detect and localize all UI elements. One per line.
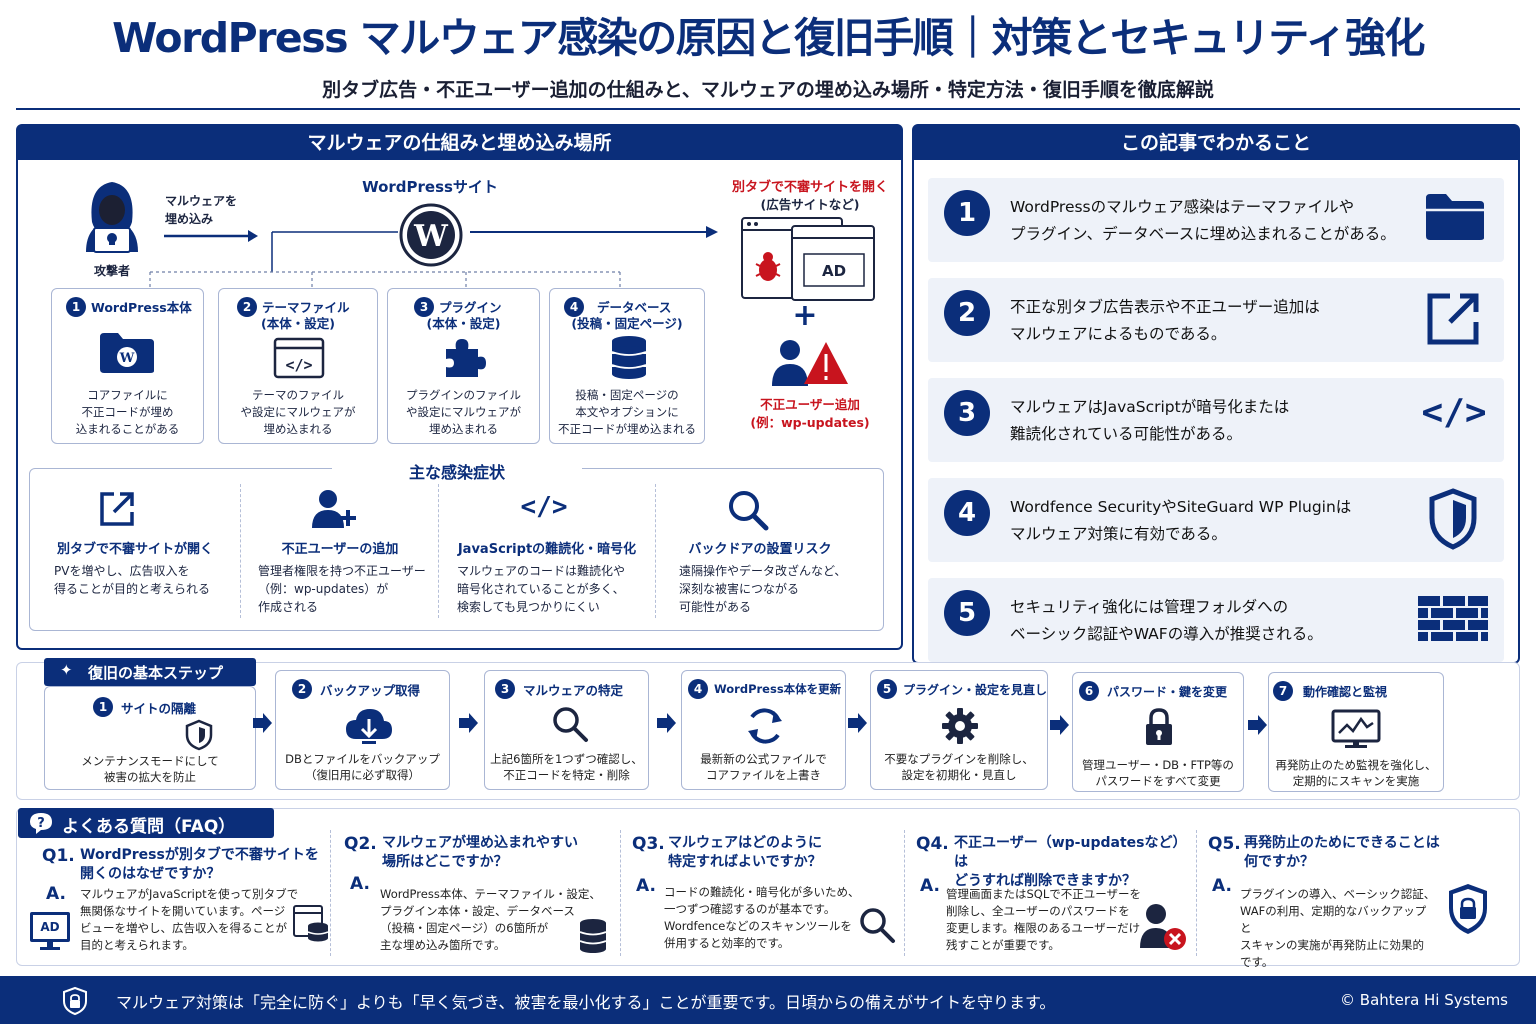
- database-icon: [611, 336, 647, 379]
- symptoms-heading: 主な感染症状: [332, 459, 582, 483]
- fake-user-label: 不正ユーザー追加 (例：wp-updates): [750, 397, 870, 430]
- step-arrow-icon: [848, 713, 867, 733]
- recovery-step-7: 7 動作確認と監視 再発防止のため監視を強化し、 定期的にスキャンを実施: [1268, 672, 1444, 792]
- mechanism-heading: マルウェアの仕組みと埋め込み場所: [18, 126, 901, 160]
- step-arrow-icon: [253, 713, 272, 733]
- attacker-icon: [86, 182, 138, 253]
- attacker-label: 攻撃者: [93, 264, 130, 278]
- faq-ad-label: AD: [40, 920, 60, 934]
- code-icon: </>: [520, 492, 568, 522]
- search-icon: [553, 707, 588, 742]
- learn-item-4: 4 Wordfence SecurityやSiteGuard WP Plugin…: [928, 478, 1504, 562]
- shield-icon: [185, 719, 213, 751]
- search-icon: [729, 491, 769, 531]
- learn-item-3: 3 マルウェアはJavaScriptが暗号化または 難読化されている可能性がある…: [928, 378, 1504, 462]
- search-icon: [860, 908, 895, 943]
- svg-text:?: ?: [37, 816, 45, 831]
- cloud-download-icon: [346, 709, 392, 744]
- sparkle-icon: ✦: [60, 661, 73, 679]
- step-arrow-icon: [459, 713, 478, 733]
- page-title: WordPress マルウェア感染の原因と復旧手順｜対策とセキュリティ強化: [112, 14, 1425, 62]
- learn-item-5: 5 セキュリティ強化には管理フォルダへの ベーシック認証やWAFの導入が推奨され…: [928, 578, 1504, 662]
- location-core: 1 WordPress本体 W コアファイルに 不正コードが埋め 込まれることが…: [51, 288, 204, 444]
- popup-title: 別タブで不審サイトを開く: [731, 180, 888, 195]
- step-arrow-icon: [1248, 715, 1267, 735]
- site-connectors: [149, 226, 718, 288]
- refresh-icon: [748, 708, 782, 744]
- shield-lock-icon: [1449, 884, 1487, 934]
- firewall-icon: [1418, 596, 1488, 641]
- external-link-icon: [1427, 293, 1479, 345]
- embed-label: マルウェアを 埋め込み: [165, 194, 238, 226]
- remove-user-icon: [1140, 904, 1186, 950]
- learn-heading: この記事でわかること: [914, 126, 1518, 160]
- browser-database-icon: [293, 905, 329, 942]
- database-icon: [579, 919, 607, 953]
- recovery-step-3: 3 マルウェアの特定 上記6箇所を1つずつ確認し、 不正コードを特定・削除: [484, 670, 649, 790]
- faq-heading-tab: ? よくある質問（FAQ）: [18, 808, 274, 838]
- folder-icon: [1426, 194, 1484, 240]
- popup-subtitle: (広告サイトなど): [760, 197, 860, 212]
- footer-message: マルウェア対策は「完全に防ぐ」よりも「早く気づき、被害を最小化する」ことが重要で…: [116, 993, 1056, 1012]
- svg-text:W: W: [119, 351, 135, 366]
- folder-wordpress-icon: W: [100, 333, 154, 373]
- recovery-heading-tab: ✦ 復旧の基本ステップ: [44, 658, 256, 686]
- ad-monitor-icon: [30, 912, 70, 950]
- plus-sign: +: [792, 298, 818, 333]
- monitor-chart-icon: [1331, 709, 1381, 748]
- shield-lock-icon: [63, 986, 87, 1016]
- lock-icon: [1146, 708, 1172, 745]
- location-theme: 2 テーマファイル (本体・設定) </> テーマのファイル や設定にマルウェア…: [218, 288, 378, 444]
- svg-text:W: W: [413, 219, 449, 254]
- recovery-step-1: 1 サイトの隔離 メンテナンスモードにして 被害の拡大を防止: [44, 686, 256, 790]
- recovery-step-2: 2 バックアップ取得 DBとファイルをバックアップ （復旧用に必ず取得）: [275, 670, 450, 790]
- embed-arrow: [164, 230, 258, 242]
- step-arrow-icon: [657, 713, 676, 733]
- svg-text:</>: </>: [285, 356, 312, 374]
- puzzle-piece-icon: [446, 339, 486, 377]
- copyright: © Bahtera Hi Systems: [1340, 991, 1508, 1009]
- code-window-icon: </>: [273, 337, 325, 379]
- question-bubble-icon: ?: [30, 813, 52, 834]
- popup-browser-icon: [741, 217, 875, 301]
- user-warning-icon: [772, 340, 848, 386]
- learn-item-2: 2 不正な別タブ広告表示や不正ユーザー追加は マルウェアによるものである。: [928, 278, 1504, 362]
- location-database: 4 データベース (投稿・固定ページ) 投稿・固定ページの 本文やオプションに …: [549, 288, 705, 444]
- shield-icon: [1429, 488, 1477, 550]
- footer: マルウェア対策は「完全に防ぐ」よりも「早く気づき、被害を最小化する」ことが重要で…: [0, 976, 1536, 1024]
- add-user-icon: [312, 490, 356, 528]
- wordpress-logo-icon: W: [399, 203, 463, 267]
- recovery-step-6: 6 パスワード・鍵を変更 管理ユーザー・DB・FTP等の パスワードをすべて変更: [1072, 672, 1244, 792]
- recovery-step-5: 5 プラグイン・設定を見直し 不要なプラグインを削除し、 設定を初期化・見直し: [870, 670, 1048, 790]
- code-icon: </>: [1421, 392, 1487, 433]
- learn-item-1: 1 WordPressのマルウェア感染はテーマファイルや プラグイン、データベー…: [928, 178, 1504, 262]
- location-plugin: 3 プラグイン (本体・設定) プラグインのファイル や設定にマルウェアが 埋め…: [387, 288, 540, 444]
- page-subtitle: 別タブ広告・不正ユーザー追加の仕組みと、マルウェアの埋め込み場所・特定方法・復旧…: [322, 79, 1214, 101]
- gear-icon: [942, 708, 978, 744]
- external-link-icon: [100, 492, 134, 526]
- step-arrow-icon: [1050, 715, 1069, 735]
- title-divider: [16, 108, 1520, 110]
- ad-label: AD: [821, 262, 847, 280]
- recovery-step-4: 4 WordPress本体を更新 最新新の公式ファイルで コアファイルを上書き: [681, 670, 846, 790]
- site-label: WordPressサイト: [362, 178, 498, 196]
